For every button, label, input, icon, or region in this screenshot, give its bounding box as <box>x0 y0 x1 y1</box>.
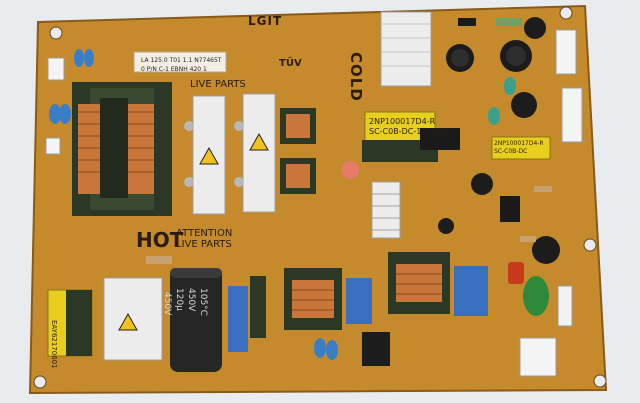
fuse <box>557 285 573 327</box>
transformer-code: 2NP100017D4-R <box>369 117 436 126</box>
connector-left <box>47 57 65 81</box>
red-component <box>508 262 524 284</box>
electrolytic-capacitor <box>511 92 537 118</box>
connector-left-2 <box>45 137 61 155</box>
warning-sticker <box>118 312 138 331</box>
sticker-text-2: 0 P/N C-1 EBNH 420 1 <box>141 66 207 73</box>
blue-capacitor <box>84 49 94 67</box>
connector-right-2 <box>561 87 583 143</box>
capacitor-voltage: 450V <box>186 288 196 312</box>
tuv-mark: TÜV <box>279 58 302 69</box>
bulk-capacitor <box>170 268 222 372</box>
connector-right <box>555 29 577 75</box>
live-parts-label-top: LIVE PARTS <box>190 79 246 90</box>
electrolytic-capacitor <box>532 236 560 264</box>
label-sticker <box>133 51 227 73</box>
electrolytic-capacitor <box>438 218 454 234</box>
yellow-transformer <box>491 136 551 160</box>
small-heatsink <box>371 181 401 239</box>
mounting-hole <box>583 238 597 252</box>
film-capacitor <box>228 286 248 352</box>
mounting-hole <box>49 26 63 40</box>
relay <box>362 332 390 366</box>
transformer-code-small: 2NP100017D4-R <box>494 140 544 147</box>
green-capacitor <box>523 276 549 316</box>
attention-label: ATTENTION <box>176 228 233 239</box>
blue-capacitor <box>59 104 71 124</box>
teal-capacitor <box>488 107 500 125</box>
resistor <box>146 256 172 264</box>
ic-chip <box>420 128 460 150</box>
transformer-code-small-2: SC-C0B-DC <box>494 148 528 155</box>
warning-sticker <box>199 146 219 165</box>
mounting-hole <box>593 374 607 388</box>
blue-capacitor <box>74 49 84 67</box>
film-capacitor <box>454 266 488 316</box>
blue-capacitor <box>326 340 338 360</box>
red-component <box>341 161 359 179</box>
diode <box>458 18 476 26</box>
heatsink-small-left <box>250 276 266 338</box>
ic-chip <box>500 196 520 222</box>
resistor <box>496 18 522 26</box>
capacitor-temp: 105°C <box>198 288 208 316</box>
sticker-text: LA 125.0 T01 1.1 N77465T <box>141 57 222 64</box>
heatsink <box>242 93 276 213</box>
mounting-hole <box>559 6 573 20</box>
capacitor-value: 120μ <box>174 288 184 311</box>
mounting-hole <box>33 375 47 389</box>
resistor <box>520 236 536 242</box>
warning-sticker <box>249 132 269 151</box>
electrolytic-capacitor <box>524 17 546 39</box>
teal-capacitor <box>504 77 516 95</box>
cold-label: COLD <box>347 52 365 102</box>
connector-bottom <box>519 337 557 377</box>
resistor <box>534 186 552 192</box>
top-heatsink <box>380 11 432 87</box>
bottom-heatsink <box>103 277 163 361</box>
transformer-code-2: SC-C0B-DC-101152C <box>369 127 453 136</box>
logo-text: LGIT <box>248 14 283 28</box>
hot-label: HOT <box>136 228 184 252</box>
blue-capacitor <box>314 338 326 358</box>
electrolytic-capacitor <box>471 173 493 195</box>
live-parts-label: LIVE PARTS <box>176 239 232 250</box>
capacitor-voltage-2: 450V <box>162 292 172 316</box>
board-side-code: EAY62170601 <box>50 320 58 369</box>
film-capacitor <box>346 278 372 324</box>
blue-capacitor <box>49 104 61 124</box>
